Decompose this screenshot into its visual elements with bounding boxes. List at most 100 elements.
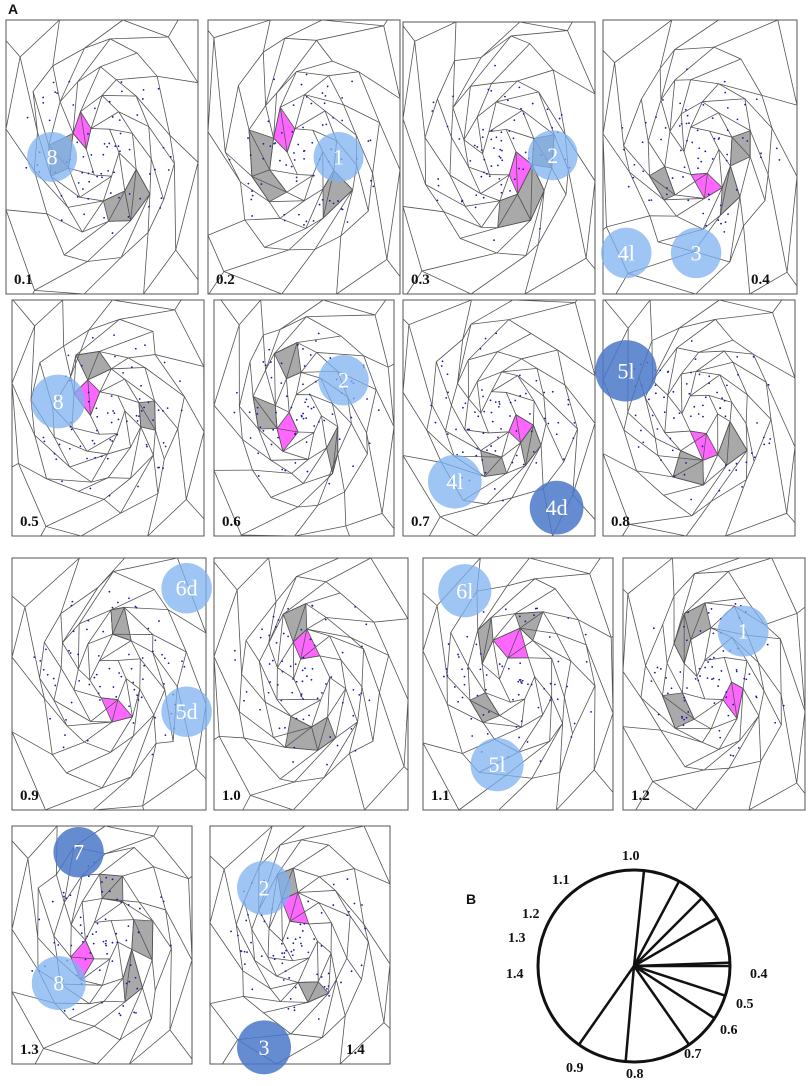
neuron-dot <box>377 409 380 412</box>
neuron-dot <box>274 625 277 628</box>
neuron-dot <box>554 683 556 686</box>
cell-edge <box>213 736 220 740</box>
neuron-dot <box>161 409 164 412</box>
neuron-dot <box>142 89 145 91</box>
neuron-dot <box>302 383 304 386</box>
cell-edge <box>373 618 408 623</box>
cell-edge <box>152 454 159 494</box>
cell-edge <box>718 149 731 167</box>
neuron-dot <box>756 422 758 424</box>
cell-edge <box>645 665 663 696</box>
cell-edge <box>209 855 225 870</box>
neuron-dot <box>687 199 690 202</box>
cell-edge <box>44 698 68 727</box>
neuron-dot <box>694 677 697 680</box>
cell-edge <box>517 69 554 82</box>
neuron-dot <box>479 652 482 655</box>
cell-edge <box>32 290 35 295</box>
neuron-dot <box>518 167 520 170</box>
cell-edge <box>422 592 438 606</box>
cell-edge <box>67 721 112 727</box>
cell-edge <box>564 384 596 424</box>
neuron-dot <box>700 160 703 163</box>
cell-edge <box>772 299 783 313</box>
neuron-dot <box>656 666 659 669</box>
cell-edge <box>647 140 666 167</box>
neuron-dot <box>82 155 85 158</box>
neuron-dot <box>476 447 479 450</box>
cell-edge <box>758 662 782 695</box>
neuron-dot <box>504 608 507 611</box>
cell-edge <box>622 524 630 537</box>
cell-edge <box>117 941 132 950</box>
neuron-dot <box>80 932 83 935</box>
neuron-dot <box>152 650 154 653</box>
place-field-bubble <box>527 130 578 181</box>
neuron-dot <box>712 677 715 680</box>
neuron-dot <box>101 176 103 179</box>
cell-edge <box>379 692 405 767</box>
neuron-dot <box>370 179 372 182</box>
cell-edge <box>130 169 137 221</box>
cell-edge <box>435 361 452 406</box>
neuron-dot <box>683 696 686 699</box>
cell-edge <box>491 43 531 84</box>
neuron-dot <box>295 180 298 183</box>
neuron-dot <box>323 419 326 422</box>
cell-edge <box>543 396 578 430</box>
cell-edge <box>449 174 481 194</box>
neuron-dot <box>63 1009 66 1012</box>
cell-edge <box>585 644 614 714</box>
cell-edge <box>488 109 523 133</box>
cell-edge <box>265 329 281 371</box>
cell-edge <box>406 270 423 295</box>
neuron-dot <box>281 952 284 955</box>
cell-edge <box>241 673 266 703</box>
cell-edge <box>690 101 703 128</box>
cell-edge <box>602 453 637 472</box>
cell-edge <box>331 922 348 959</box>
neuron-dot <box>717 219 720 222</box>
neuron-dot <box>130 667 133 670</box>
cell-edge <box>327 677 331 717</box>
neuron-dot <box>432 101 435 104</box>
neuron-dot <box>290 165 293 168</box>
neuron-dot <box>320 976 323 978</box>
cell-edge <box>732 361 767 383</box>
neuron-dot <box>68 80 71 83</box>
cell-edge <box>220 299 240 326</box>
neuron-dot <box>546 108 549 111</box>
neuron-dot <box>724 221 727 224</box>
neuron-dot <box>332 883 335 886</box>
neuron-dot <box>483 410 486 413</box>
cell-edge <box>718 718 738 750</box>
cell-edge <box>18 463 47 480</box>
cell-edge <box>356 165 369 212</box>
neuron-dot <box>698 373 701 376</box>
neuron-dot <box>498 177 501 180</box>
cell-edge <box>545 423 565 463</box>
neuron-dot <box>767 383 770 386</box>
neuron-dot <box>521 679 524 682</box>
cell-edge <box>725 479 747 537</box>
neuron-dot <box>60 219 63 222</box>
cell-edge <box>451 136 469 168</box>
cell-edge <box>655 437 681 452</box>
neuron-dot <box>125 939 128 942</box>
cell-edge <box>103 477 131 500</box>
neuron-dot <box>42 669 45 671</box>
cell-edge <box>43 1025 95 1049</box>
cell-edge <box>258 825 273 867</box>
neuron-dot <box>26 116 29 119</box>
neuron-dot <box>759 156 762 159</box>
neuron-dot <box>685 462 687 464</box>
neuron-dot <box>666 692 669 695</box>
cell-edge <box>130 714 155 778</box>
cell-edge <box>152 920 172 949</box>
cell-edge <box>100 52 138 68</box>
neuron-dot <box>476 146 479 148</box>
panel-label: 0.1 <box>14 272 33 288</box>
neuron-dot <box>685 122 688 125</box>
neuron-dot <box>114 355 116 358</box>
